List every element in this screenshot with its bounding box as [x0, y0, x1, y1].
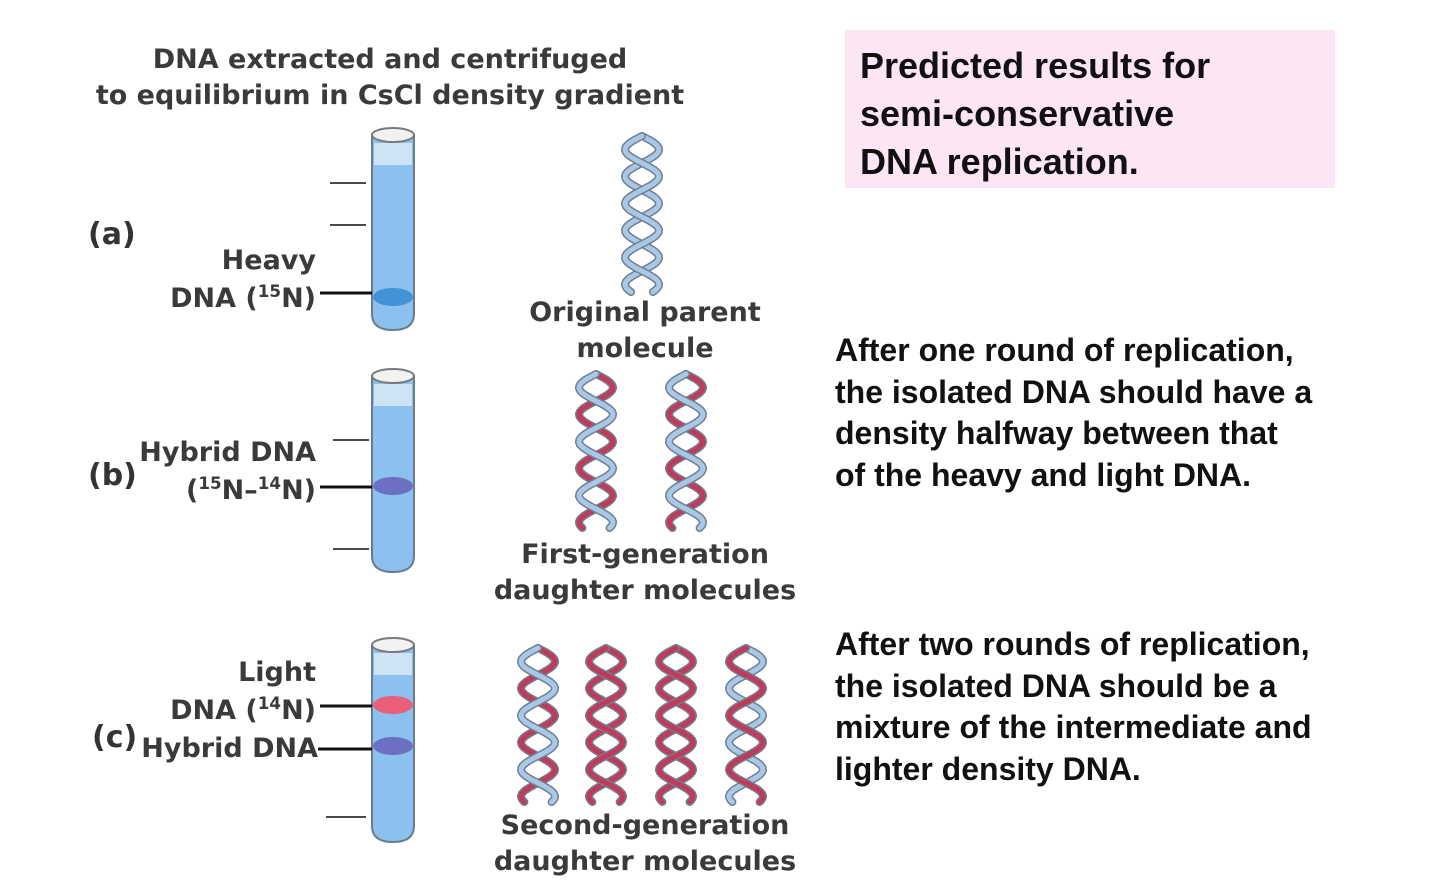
label-heavy-dna-n15: DNA (15N) — [170, 281, 316, 314]
band-heavy-a — [373, 288, 413, 306]
tube-a-meniscus — [374, 143, 412, 165]
gradient-header-line1: DNA extracted and centrifuged — [152, 44, 628, 75]
helix-parent-strand-2 — [622, 133, 662, 295]
prediction-line1: Predicted results for — [860, 45, 1211, 86]
label-light-dna-n14: DNA (14N) — [170, 693, 316, 726]
tube-b-rim — [371, 368, 415, 384]
caption-c-line1: Second-generation — [500, 810, 790, 841]
prediction-title: Predicted results for semi-conservative … — [860, 42, 1210, 186]
note-one-round-line3: density halfway between that — [835, 415, 1278, 451]
prediction-line2: semi-conservative — [860, 93, 1175, 134]
helix-gen1-right-strand-2 — [666, 371, 706, 531]
label-heavy-dna: Heavy DNA (15N) — [120, 242, 316, 318]
helix-gen2-3-strand-2 — [656, 645, 696, 805]
note-one-round: After one round of replication, the isol… — [835, 330, 1312, 496]
helix-gen1-right — [664, 370, 708, 532]
note-two-rounds-line4: lighter density DNA. — [835, 750, 1141, 787]
label-hybrid-dna: Hybrid DNA (15N–14N) — [120, 434, 316, 510]
label-light: Light — [238, 657, 316, 688]
helix-gen2-2 — [584, 644, 628, 806]
helix-gen1-left — [574, 370, 618, 532]
label-light-dna: Light DNA (14N) — [120, 654, 316, 730]
label-hybrid-n15-n14: (15N–14N) — [186, 473, 316, 506]
helix-gen2-3 — [654, 644, 698, 806]
note-two-rounds-line1: After two rounds of replication, — [835, 626, 1310, 662]
note-two-rounds: After two rounds of replication, the iso… — [835, 624, 1312, 790]
note-one-round-line1: After one round of replication, — [835, 332, 1294, 368]
tube-b-body — [371, 375, 415, 574]
tube-a — [371, 127, 415, 332]
band-hybrid-b — [373, 477, 413, 495]
helix-gen2-2-strand-2 — [586, 645, 626, 805]
helix-gen2-1-strand-2 — [518, 645, 558, 805]
note-two-rounds-line3: mixture of the intermediate and — [835, 709, 1312, 745]
caption-second-generation: Second-generation daughter molecules — [480, 808, 810, 880]
note-two-rounds-line2: the isolated DNA should be a — [835, 667, 1277, 704]
label-hybrid-dna-c: Hybrid DNA — [141, 733, 318, 764]
prediction-box — [845, 30, 1335, 188]
label-hybrid: Hybrid DNA — [139, 437, 316, 468]
panel-a-letter: (a) — [88, 217, 136, 252]
note-one-round-line2: the isolated DNA should have a — [835, 373, 1313, 410]
caption-b-line1: First-generation — [521, 539, 769, 570]
tube-b — [371, 368, 415, 574]
tube-a-rim — [371, 127, 415, 143]
gradient-header: DNA extracted and centrifuged to equilib… — [60, 42, 720, 114]
note-one-round-line4: of the heavy and light DNA. — [835, 456, 1252, 493]
caption-b-line2: daughter molecules — [493, 575, 797, 606]
panel-c-letter: (c) — [92, 720, 138, 755]
band-hybrid-c — [373, 737, 413, 755]
helix-parent — [620, 132, 664, 296]
caption-first-generation: First-generation daughter molecules — [480, 537, 810, 609]
caption-a-line2: molecule — [576, 333, 714, 364]
helix-gen2-1 — [516, 644, 560, 806]
gradient-header-line2: to equilibrium in CsCl density gradient — [95, 80, 685, 111]
helix-gen2-4 — [724, 644, 768, 806]
band-light-c — [373, 696, 413, 714]
tube-b-meniscus — [374, 384, 412, 406]
helix-gen1-left-strand-2 — [576, 371, 616, 531]
caption-a-line1: Original parent — [529, 297, 761, 328]
tube-a-body — [371, 134, 415, 332]
tube-c-meniscus — [374, 653, 412, 675]
tube-c-rim — [371, 637, 415, 653]
label-heavy: Heavy — [221, 245, 316, 276]
prediction-line3: DNA replication. — [860, 141, 1139, 182]
helix-gen2-4-strand-2 — [726, 645, 766, 805]
caption-c-line2: daughter molecules — [493, 846, 797, 877]
caption-original-parent: Original parent molecule — [490, 295, 800, 367]
panel-b-letter: (b) — [88, 458, 137, 493]
